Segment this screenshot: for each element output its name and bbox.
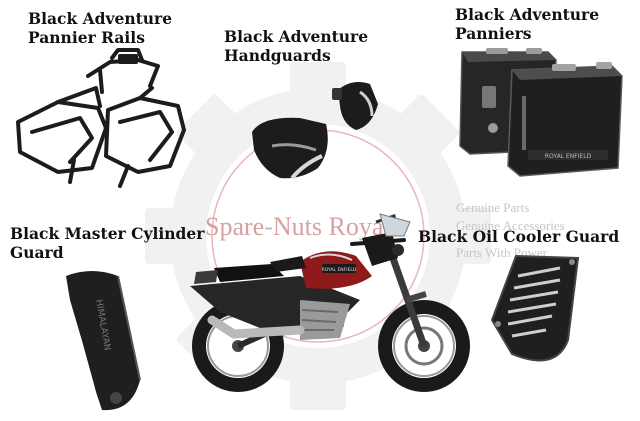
pannier-brand-plate: ROYAL ENFIELD — [545, 153, 592, 160]
watermark-brand: Spare-Nuts Royal — [205, 212, 391, 241]
tank-badge: ROYAL ENFIELD — [322, 267, 357, 273]
label-oil-cooler-guard: Black Oil Cooler Guard — [418, 227, 620, 246]
watermark-line-1: Genuine Parts — [456, 200, 530, 215]
watermark-line-2: Genuine Accessories — [456, 218, 565, 233]
